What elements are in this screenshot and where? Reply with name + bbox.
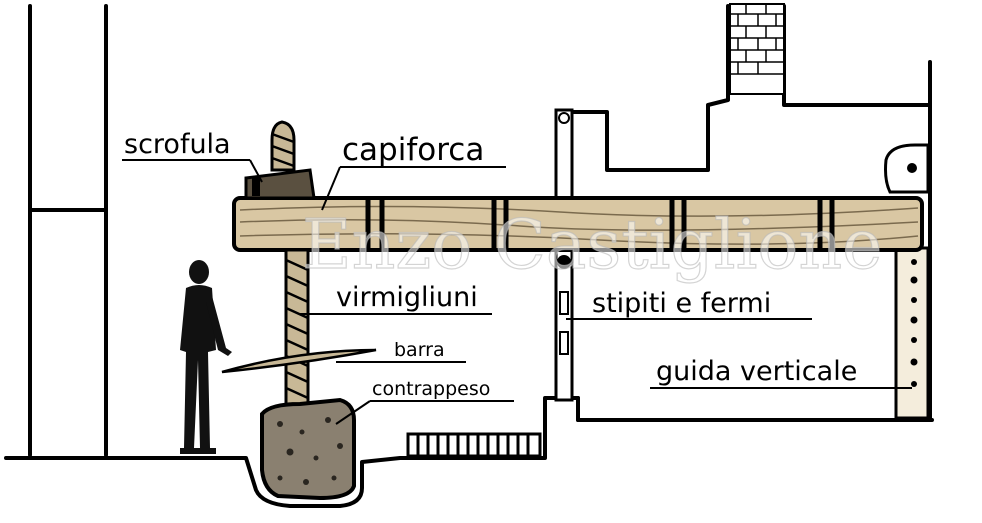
label-virmigliuni-text: virmigliuni — [336, 282, 478, 313]
beam-bracket — [884, 143, 930, 194]
label-contrappeso: contrappeso — [335, 378, 514, 425]
jamb-posts — [554, 108, 574, 402]
label-capiforca-text: capiforca — [342, 132, 484, 168]
floor-grate — [406, 432, 542, 458]
turning-bar — [221, 348, 377, 374]
counterweight-stone — [260, 397, 356, 501]
brick-chimney — [729, 3, 785, 95]
label-barra-text: barra — [394, 339, 445, 361]
label-stipiti: stipiti e fermi — [566, 288, 812, 320]
label-barra: barra — [336, 339, 466, 363]
label-virmigliuni: virmigliuni — [300, 282, 492, 315]
label-guida: guida verticale — [650, 356, 912, 389]
vertical-guide — [894, 246, 930, 420]
label-scrofula-text: scrofula — [124, 129, 231, 160]
screw-nut — [244, 168, 316, 200]
label-guida-text: guida verticale — [656, 356, 857, 387]
ground-line — [4, 396, 934, 508]
label-stipiti-text: stipiti e fermi — [592, 288, 771, 319]
label-contrappeso-text: contrappeso — [372, 378, 490, 400]
press-screw — [270, 120, 310, 412]
label-capiforca: capiforca — [321, 132, 506, 211]
human-figure — [180, 260, 232, 454]
left-wall — [28, 4, 108, 457]
press-beam — [232, 196, 924, 252]
watermark: Enzo Castiglione — [302, 206, 882, 285]
label-scrofula: scrofula — [122, 129, 263, 183]
